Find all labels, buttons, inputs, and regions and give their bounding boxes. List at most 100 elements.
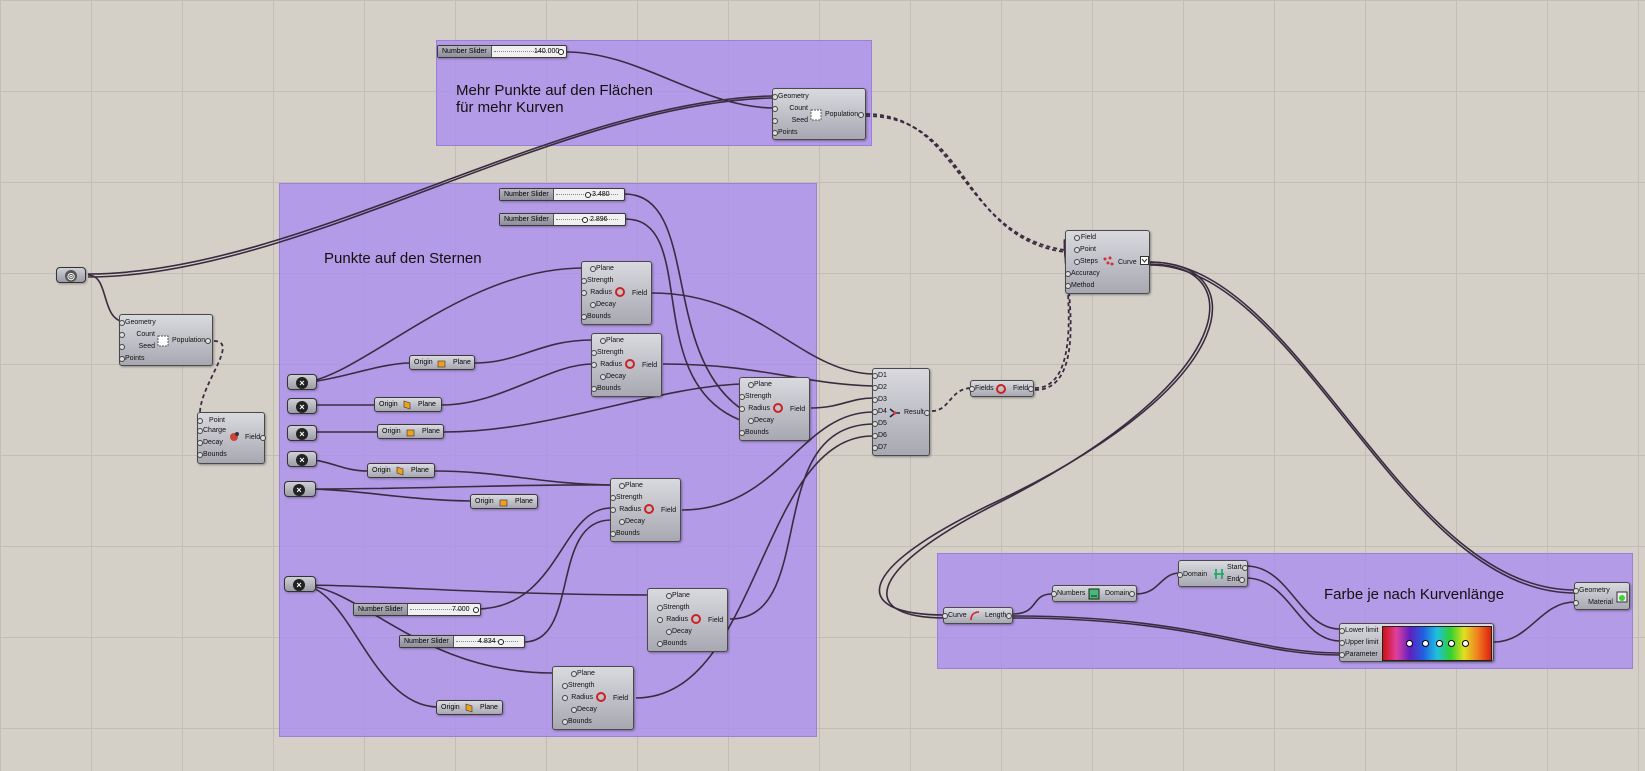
pin-bounds[interactable]: Bounds bbox=[657, 640, 687, 647]
point-param-1[interactable]: × bbox=[287, 374, 317, 390]
pin-plane[interactable]: Plane bbox=[600, 337, 624, 344]
spin-force-node-2[interactable]: Plane Strength Radius Decay Bounds Field bbox=[590, 333, 662, 397]
pin-plane[interactable]: Plane bbox=[619, 482, 643, 489]
pin-plane[interactable]: Plane bbox=[418, 401, 436, 408]
pin-bounds[interactable]: Bounds bbox=[562, 718, 592, 725]
pin-field[interactable]: Field bbox=[790, 406, 806, 413]
xz-plane-5[interactable]: Origin Plane bbox=[470, 494, 538, 509]
point-param-6[interactable]: × bbox=[284, 576, 316, 592]
pin-radius[interactable]: Radius bbox=[610, 505, 641, 514]
pin-steps[interactable]: Steps bbox=[1074, 258, 1098, 265]
gradient-handle[interactable] bbox=[1406, 640, 1413, 647]
pin-point[interactable]: Point bbox=[1074, 246, 1096, 253]
number-slider-decay[interactable]: Number Slider 4.834 bbox=[399, 635, 525, 648]
slider-knob[interactable] bbox=[498, 639, 504, 645]
pin-lower-limit[interactable]: Lower limit bbox=[1338, 627, 1379, 634]
pin-strength[interactable]: Strength bbox=[590, 349, 624, 356]
pin-decay[interactable]: Decay bbox=[197, 439, 223, 446]
pin-strength[interactable]: Strength bbox=[738, 393, 772, 400]
group-star-points[interactable]: Punkte auf den Sternen bbox=[279, 183, 817, 737]
xz-plane-6[interactable]: Origin Plane bbox=[436, 700, 503, 715]
pin-decay[interactable]: Decay bbox=[590, 301, 616, 308]
number-slider-seven[interactable]: Number Slider 7.000 bbox=[353, 603, 481, 616]
pin-seed[interactable]: Seed bbox=[119, 342, 155, 351]
number-slider-count[interactable]: Number Slider 140.000 bbox=[437, 45, 567, 58]
geometry-param[interactable]: ◎ bbox=[56, 267, 86, 283]
pin-seed[interactable]: Seed bbox=[772, 116, 808, 125]
slider-knob[interactable] bbox=[473, 607, 479, 613]
point-charge-node[interactable]: Point Charge Decay Bounds Field bbox=[197, 412, 267, 464]
gradient-handle[interactable] bbox=[1462, 640, 1469, 647]
pin-strength[interactable]: Strength bbox=[609, 494, 643, 501]
pin-plane[interactable]: Plane bbox=[590, 265, 614, 272]
gradient-node[interactable]: Lower limit Upper limit Parameter bbox=[1338, 623, 1494, 662]
pin-count[interactable]: Count bbox=[119, 330, 155, 339]
length-node[interactable]: Curve Length bbox=[942, 607, 1013, 624]
group-color-by-length[interactable]: Farbe je nach Kurvenlänge bbox=[937, 553, 1633, 669]
pin-plane[interactable]: Plane bbox=[515, 498, 533, 505]
pin-upper-limit[interactable]: Upper limit bbox=[1338, 639, 1379, 646]
pin-numbers[interactable]: Numbers bbox=[1050, 590, 1086, 597]
pin-d1[interactable]: D1 bbox=[872, 372, 887, 379]
pin-radius[interactable]: Radius bbox=[581, 288, 612, 297]
pin-plane[interactable]: Plane bbox=[480, 704, 498, 711]
pin-radius[interactable]: Radius bbox=[562, 693, 593, 702]
pin-strength[interactable]: Strength bbox=[561, 682, 595, 689]
point-param-2[interactable]: × bbox=[287, 398, 317, 414]
pin-radius[interactable]: Radius bbox=[739, 404, 770, 413]
number-slider-strength[interactable]: Number Slider 3.480 bbox=[499, 188, 625, 201]
pin-strength[interactable]: Strength bbox=[580, 277, 614, 284]
pin-d4[interactable]: D4 bbox=[872, 408, 887, 415]
pin-start[interactable]: Start bbox=[1227, 564, 1248, 571]
slider-knob[interactable] bbox=[558, 49, 564, 55]
gradient-handle[interactable] bbox=[1448, 640, 1455, 647]
pin-count[interactable]: Count bbox=[772, 104, 808, 113]
pin-population[interactable]: Population bbox=[172, 337, 212, 344]
pin-origin[interactable]: Origin bbox=[379, 401, 398, 408]
pin-d7[interactable]: D7 bbox=[872, 444, 887, 451]
slider-knob[interactable] bbox=[585, 192, 591, 198]
field-line-node[interactable]: Field Point Steps Accuracy Method Curve bbox=[1064, 230, 1150, 294]
populate-geometry-top[interactable]: Geometry Count Seed Points Population bbox=[771, 88, 866, 140]
pin-field[interactable]: Field bbox=[642, 362, 658, 369]
pin-decay[interactable]: Decay bbox=[666, 628, 692, 635]
spin-force-node-5[interactable]: Plane Strength Radius Decay Bounds Field bbox=[647, 588, 728, 652]
pin-decay[interactable]: Decay bbox=[571, 706, 597, 713]
pin-decay[interactable]: Decay bbox=[619, 518, 645, 525]
pin-field[interactable]: Field bbox=[1013, 385, 1035, 392]
point-param-4[interactable]: × bbox=[287, 451, 317, 467]
xz-plane-1[interactable]: Origin Plane bbox=[409, 355, 475, 370]
gradient-handle[interactable] bbox=[1436, 640, 1443, 647]
populate-geometry-left[interactable]: Geometry Count Seed Points Population bbox=[118, 314, 213, 366]
pin-end[interactable]: End bbox=[1227, 576, 1247, 583]
pin-origin[interactable]: Origin bbox=[441, 704, 460, 711]
spin-force-node-4[interactable]: Plane Strength Radius Decay Bounds Field bbox=[609, 478, 681, 542]
pin-accuracy[interactable]: Accuracy bbox=[1065, 270, 1100, 277]
pin-plane[interactable]: Plane bbox=[571, 670, 595, 677]
pin-radius[interactable]: Radius bbox=[657, 615, 688, 624]
pin-strength[interactable]: Strength bbox=[656, 604, 690, 611]
pin-field[interactable]: Field bbox=[708, 617, 724, 624]
pin-field[interactable]: Field bbox=[632, 290, 648, 297]
pin-domain[interactable]: Domain bbox=[1176, 571, 1208, 578]
pin-plane[interactable]: Plane bbox=[411, 467, 429, 474]
xz-plane-4[interactable]: Origin Plane bbox=[367, 463, 435, 478]
xz-plane-3[interactable]: Origin Plane bbox=[377, 424, 444, 439]
pin-plane[interactable]: Plane bbox=[748, 381, 772, 388]
pin-decay[interactable]: Decay bbox=[748, 417, 774, 424]
gradient-handle[interactable] bbox=[1422, 640, 1429, 647]
pin-field[interactable]: Field bbox=[613, 695, 629, 702]
custom-preview-node[interactable]: Geometry Material bbox=[1573, 582, 1630, 610]
pin-length[interactable]: Length bbox=[985, 612, 1013, 619]
pin-bounds[interactable]: Bounds bbox=[591, 385, 621, 392]
pin-bounds[interactable]: Bounds bbox=[739, 429, 769, 436]
spin-force-node-3[interactable]: Plane Strength Radius Decay Bounds Field bbox=[738, 377, 810, 441]
pin-field[interactable]: Field bbox=[661, 507, 677, 514]
pin-bounds[interactable]: Bounds bbox=[197, 451, 227, 458]
pin-field[interactable]: Field bbox=[245, 434, 267, 441]
pin-method[interactable]: Method bbox=[1064, 282, 1095, 289]
pin-geometry[interactable]: Geometry bbox=[119, 319, 156, 326]
pin-origin[interactable]: Origin bbox=[414, 359, 433, 366]
pin-d5[interactable]: D5 bbox=[872, 420, 887, 427]
pin-radius[interactable]: Radius bbox=[591, 360, 622, 369]
